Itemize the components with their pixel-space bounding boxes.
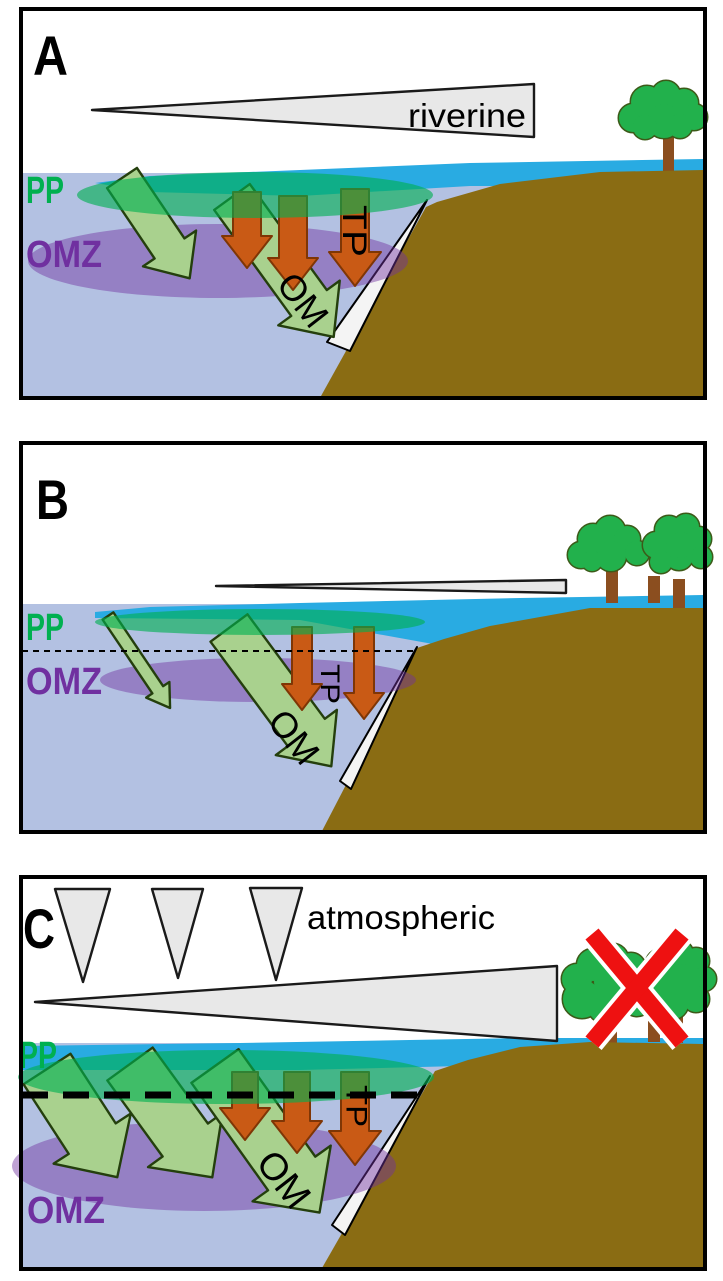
panel-a-letter: A bbox=[33, 24, 68, 87]
panel-c-pp-ellipse bbox=[18, 1050, 434, 1104]
panel-c-atmospheric-triangle-3 bbox=[248, 886, 304, 982]
panel-c-letter: C bbox=[23, 897, 55, 960]
panel-c-border bbox=[19, 875, 707, 1271]
panel-a-riverine-label: riverine bbox=[408, 97, 526, 134]
panel-c-omz-label: OMZ bbox=[27, 1190, 105, 1232]
panel-b-pp-label: PP bbox=[26, 607, 64, 649]
panel-c-land bbox=[322, 1042, 703, 1268]
panel-a: A riverine PP OMZ TP OM bbox=[19, 7, 709, 400]
panel-b-sediment-wedge bbox=[339, 646, 418, 790]
panel-a-omz-label: OMZ bbox=[26, 234, 102, 276]
panel-b: B PP OMZ TP OM bbox=[19, 441, 714, 834]
panel-b-tree-trunk-2 bbox=[648, 576, 660, 603]
panel-a-riverine-wedge bbox=[90, 82, 536, 139]
panel-b-pp-ellipse bbox=[95, 609, 425, 635]
panel-b-omz-label: OMZ bbox=[26, 661, 102, 703]
panel-b-letter: B bbox=[36, 468, 69, 531]
panel-c-atmospheric-triangle-1 bbox=[53, 887, 112, 984]
panel-c-sediment-wedge bbox=[331, 1075, 431, 1236]
panel-c-atmospheric-label: atmospheric bbox=[307, 899, 495, 936]
panel-b-tree-trunk-3 bbox=[673, 579, 685, 609]
panel-b-tp-label: TP bbox=[315, 664, 345, 704]
panel-c-pp-label: PP bbox=[19, 1035, 57, 1077]
panel-b-tree-trunk-1 bbox=[606, 564, 618, 603]
panel-a-sediment-wedge bbox=[326, 199, 428, 352]
panel-c-atmospheric-triangle-2 bbox=[150, 887, 205, 980]
panel-a-tp-label: TP bbox=[335, 205, 373, 257]
panel-c-tp-label: TP bbox=[340, 1085, 373, 1127]
panel-a-pp-ellipse bbox=[77, 172, 433, 218]
panel-b-land bbox=[322, 608, 703, 831]
panel-a-border bbox=[19, 7, 707, 400]
panel-c: C atmospheric PP OMZ TP OM bbox=[12, 875, 718, 1271]
panel-a-land bbox=[321, 170, 703, 396]
panel-c-riverine-wedge bbox=[33, 964, 559, 1043]
panel-c-red-cross-icon-2 bbox=[585, 928, 689, 1048]
panel-a-pp-label: PP bbox=[26, 170, 64, 212]
panel-a-tree-trunk bbox=[663, 134, 674, 172]
panel-b-riverine-wedge bbox=[214, 578, 568, 595]
panel-b-border bbox=[19, 441, 707, 834]
panel-b-tp-arrow-1 bbox=[281, 626, 323, 711]
